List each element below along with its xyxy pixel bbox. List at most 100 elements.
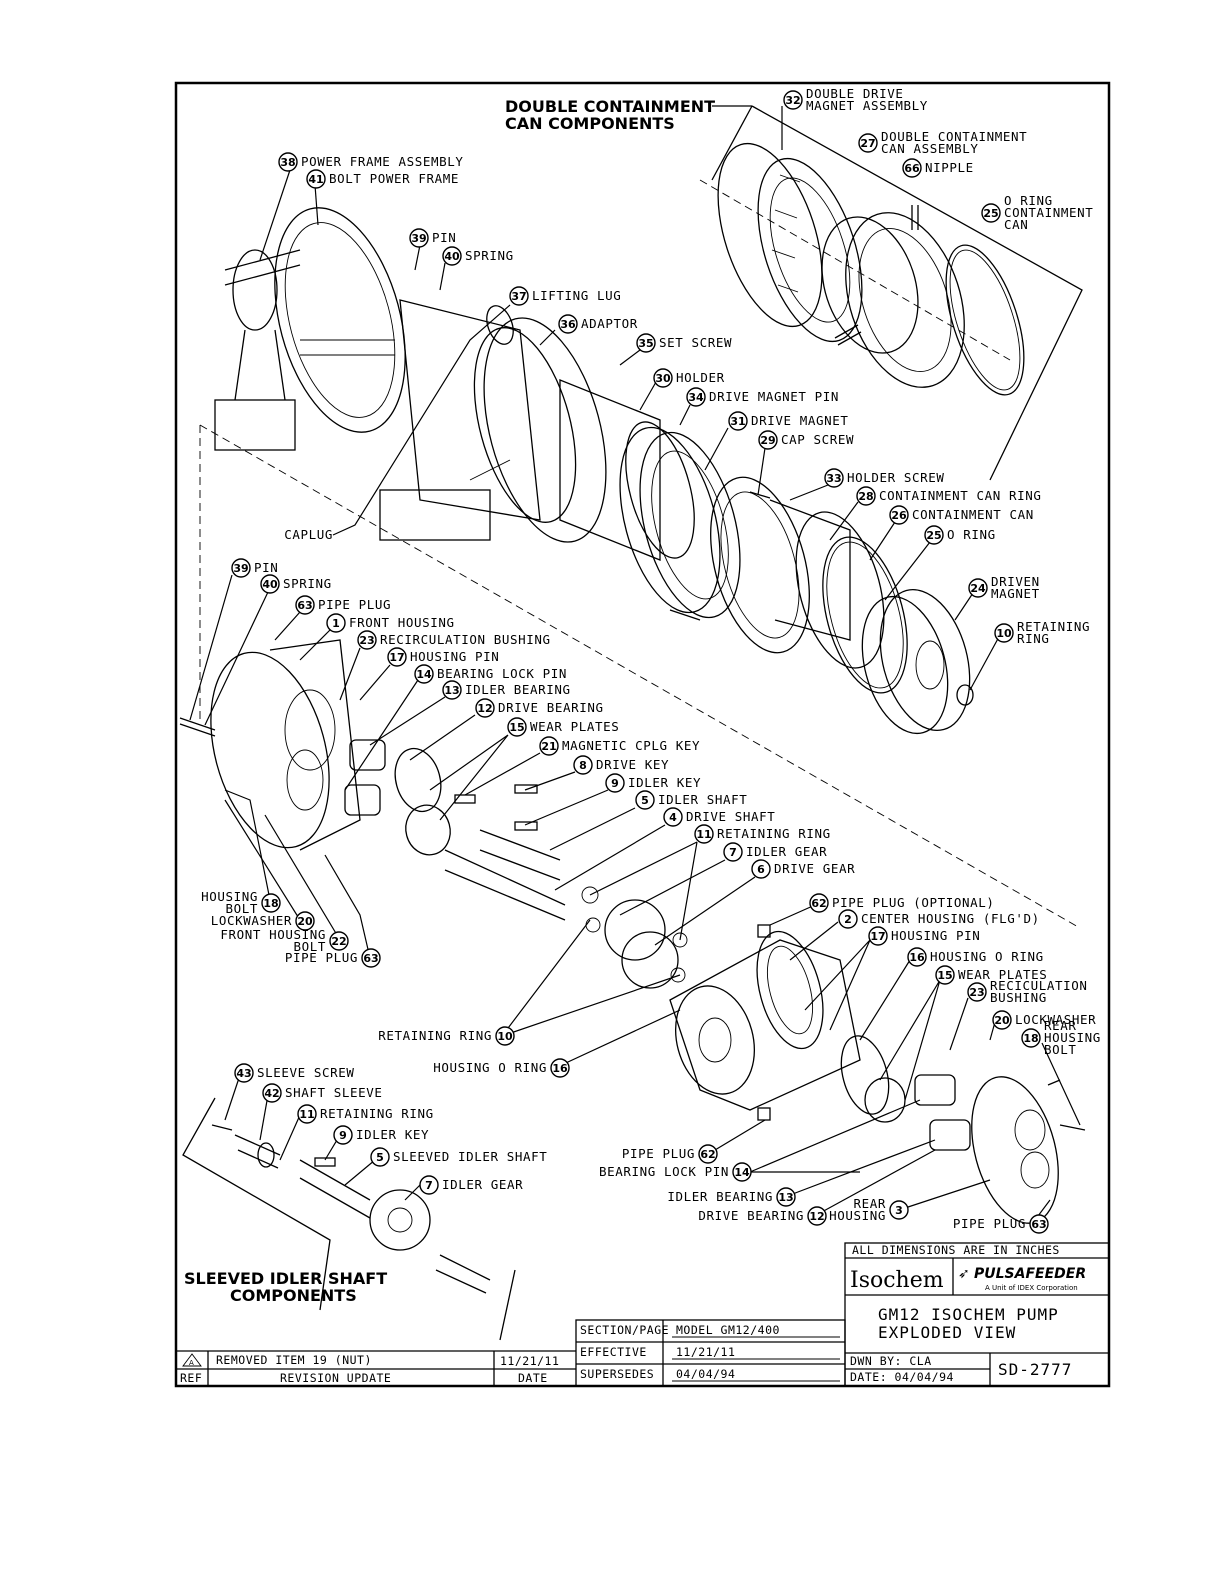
drawing-border (174, 81, 1111, 1388)
callout-number-circle (295, 911, 315, 931)
revision-date: 11/21/11 (500, 1354, 559, 1368)
callout-label: HOLDER (676, 370, 725, 385)
callout-label: LOCKWASHER (211, 913, 292, 928)
callout-number: 39 (411, 232, 426, 245)
callout-number: 37 (511, 290, 526, 303)
callout-number-circle (907, 947, 927, 967)
callout-number-circle (306, 169, 326, 189)
callout-number-circle (329, 931, 349, 951)
revision-block: A REMOVED ITEM 19 (NUT) 11/21/11 REF REV… (176, 1350, 576, 1386)
callout-label: BEARING LOCK PIN (599, 1164, 729, 1179)
callout-5-58: 5 SLEEVED IDLER SHAFT (370, 1147, 547, 1167)
callout-number: 12 (809, 1210, 824, 1223)
callout-number: 38 (280, 156, 295, 169)
callout-label: REAR (853, 1196, 886, 1211)
callout-label: RETAINING RING (320, 1106, 434, 1121)
callout-label: RETAINING (1017, 619, 1090, 634)
callout-number-circle (807, 1206, 827, 1226)
callout-number: 2 (844, 913, 852, 926)
callout-number-circle (994, 623, 1014, 643)
callout-number: 17 (389, 651, 404, 664)
callout-number-circle (694, 824, 714, 844)
callout-label: DRIVE BEARING (698, 1208, 804, 1223)
revision-mark: A (189, 1359, 194, 1367)
callout-label: PIPE PLUG (285, 950, 358, 965)
callout-38-4: 38 POWER FRAME ASSEMBLY (278, 152, 464, 172)
callout-number-circle (686, 387, 706, 407)
callout-label: CAPLUG (284, 527, 333, 542)
revision-triangle-icon (182, 1353, 202, 1367)
callout-number-circle (261, 893, 281, 913)
callout-label: BOLT (293, 939, 326, 954)
callout-number: 10 (497, 1030, 513, 1043)
callout-label: HOUSING O RING (930, 949, 1044, 964)
supersedes-value: 04/04/94 (676, 1367, 735, 1381)
callout-number-circle (653, 368, 673, 388)
callout-label: SLEEVED IDLER SHAFT (393, 1149, 547, 1164)
callout-number-circle (260, 574, 280, 594)
callout-number-circle (889, 505, 909, 525)
callout-label: IDLER BEARING (667, 1189, 773, 1204)
callout-number-circle (992, 1010, 1012, 1030)
callout-number-circle (858, 133, 878, 153)
callout-number-circle (495, 1026, 515, 1046)
callout-number: 11 (299, 1108, 314, 1121)
callout-label: IDLER KEY (628, 775, 701, 790)
callout-label: DRIVE BEARING (498, 700, 604, 715)
callout-label: LOCKWASHER (1015, 1012, 1096, 1027)
callout-number-circle (262, 1083, 282, 1103)
callout-number: 25 (983, 207, 998, 220)
callout-number: 5 (376, 1151, 384, 1164)
callout-label: CONTAINMENT CAN RING (879, 488, 1042, 503)
callout-number: 16 (909, 951, 925, 964)
callout-number: 18 (263, 897, 278, 910)
callout-label: POWER FRAME ASSEMBLY (301, 154, 464, 169)
callout-label: MAGNET ASSEMBLY (806, 98, 928, 113)
section-page-value: MODEL GM12/400 (676, 1323, 780, 1337)
callout-label: IDLER KEY (356, 1127, 429, 1142)
callout-label: MAGNETIC CPLG KEY (562, 738, 700, 753)
callout-number: 20 (297, 915, 313, 928)
callout-number: 18 (1023, 1032, 1038, 1045)
effective-label: EFFECTIVE (580, 1345, 647, 1359)
callout-label: IDLER GEAR (442, 1177, 523, 1192)
callout-number-circle (333, 1125, 353, 1145)
callout-label: IDLER BEARING (465, 682, 571, 697)
callout-number: 27 (860, 137, 875, 150)
callout-label: HOUSING (829, 1208, 886, 1223)
callout-number-circle (838, 909, 858, 929)
callout-number: 32 (785, 94, 800, 107)
callout-label: CONTAINMENT CAN (912, 507, 1034, 522)
callout-label: RETAINING RING (717, 826, 831, 841)
callout-number-circle (387, 647, 407, 667)
callout-number: 9 (339, 1129, 347, 1142)
pulsafeeder-arrow-icon: ➶ (958, 1266, 970, 1282)
callout-label: LIFTING LUG (532, 288, 621, 303)
callout-number-circle (509, 286, 529, 306)
callout-label: RING (1017, 631, 1050, 646)
callout-label: MAGNET (991, 586, 1040, 601)
callout-number: 6 (757, 863, 765, 876)
callout-label: PIPE PLUG (622, 1146, 695, 1161)
isochem-logo: Isochem (850, 1268, 944, 1293)
dimensions-note: ALL DIMENSIONS ARE IN INCHES (852, 1243, 1060, 1257)
callout-label: SLEEVE SCREW (257, 1065, 355, 1080)
callout-number: 63 (297, 599, 312, 612)
